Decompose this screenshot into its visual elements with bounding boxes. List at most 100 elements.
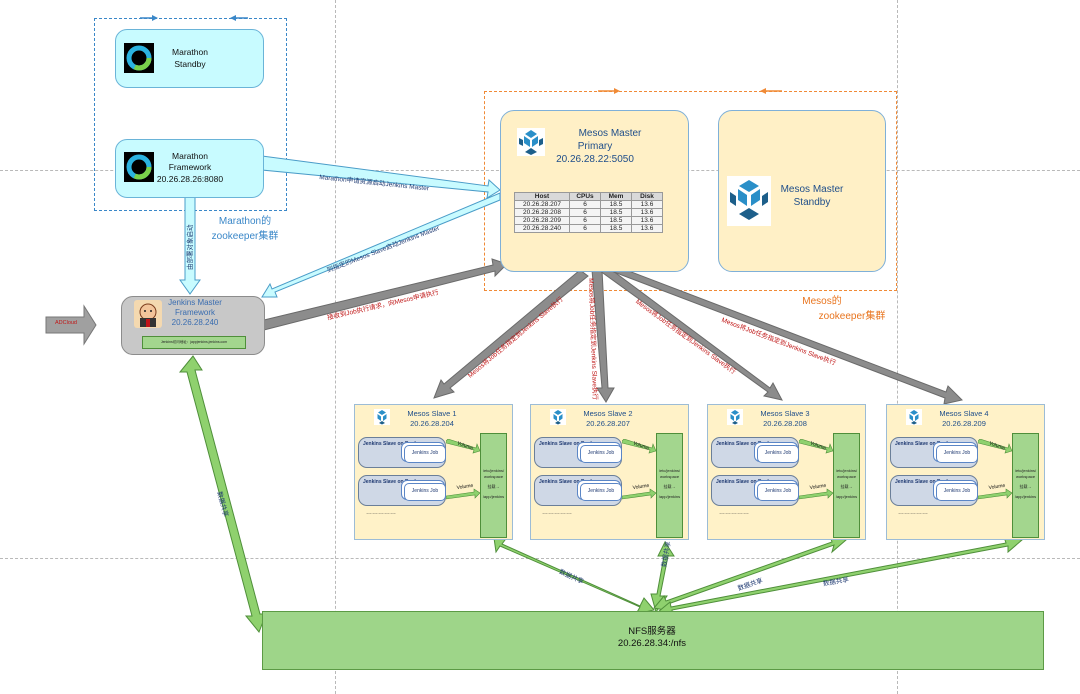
arrow-deploy-vertical (179, 195, 201, 295)
jenkins-job-card[interactable]: Jenkins Job (757, 445, 799, 463)
mesos-primary-line1: Mesos Master (578, 128, 642, 139)
table-cell: 20.26.28.209 (514, 216, 570, 225)
marathon-zk-label-2: zookeeper集群 (211, 231, 279, 242)
volume-storage[interactable]: /etc/jenkins/workspace 挂载→ /app/jenkins (480, 433, 507, 538)
volume-text: 挂载→ (1019, 484, 1032, 489)
volume-text: /app/jenkins (658, 494, 681, 499)
jenkins-job-card[interactable]: Jenkins Job (580, 445, 622, 463)
marathon-zk-label-1: Marathon的 (218, 216, 272, 227)
slave-dots: …………… (898, 510, 928, 516)
table-cell: 13.6 (631, 216, 663, 225)
volume-text: /etc/jenkins/workspace (482, 468, 505, 479)
table-header: Mem (600, 192, 632, 201)
mesos-standby-line2: Standby (793, 197, 831, 208)
volume-text: 挂载→ (487, 484, 500, 489)
table-cell: 6 (569, 216, 601, 225)
volume-text: /app/jenkins (482, 494, 505, 499)
table-cell: 13.6 (631, 224, 663, 233)
arrow-share3 (653, 535, 848, 612)
volume-text: 挂载→ (663, 484, 676, 489)
jenkins-job-card[interactable]: Jenkins Job (404, 483, 446, 501)
table-cell: 18.5 (600, 200, 632, 209)
mesos-zk-label-2: zookeeper集群 (818, 311, 886, 322)
table-cell: 13.6 (631, 200, 663, 209)
table-header: CPUs (569, 192, 601, 201)
marathon-framework-address: 20.26.28.26:8080 (156, 174, 224, 184)
arrow-to-slave3 (595, 261, 783, 401)
volume-arrow-icon (798, 488, 834, 502)
jenkins-url-bar[interactable]: Jenkins访问地址：jappjenkins.jenkins.com (142, 336, 246, 349)
jenkins-master-address: 20.26.28.240 (171, 318, 219, 327)
marathon-standby-title: Marathon (172, 47, 208, 57)
table-cell: 18.5 (600, 216, 632, 225)
table-cell: 18.5 (600, 224, 632, 233)
table-cell: 18.5 (600, 208, 632, 217)
guide-line (335, 0, 336, 694)
nfs-line2: 20.26.28.34:/nfs (617, 638, 687, 649)
jenkins-master-line2: Framework (174, 308, 215, 317)
table-cell: 20.26.28.208 (514, 208, 570, 217)
jenkins-job-card[interactable]: Jenkins Job (757, 483, 799, 501)
marathon-zk-arrows (140, 15, 248, 21)
volume-text: /etc/jenkins/workspace (835, 468, 858, 479)
arrow-share1 (493, 535, 655, 615)
marathon-framework-title: Marathon (172, 151, 208, 161)
adcloud-label: ADCloud (54, 320, 77, 326)
volume-text: /app/jenkins (1014, 494, 1037, 499)
marathon-framework-node[interactable] (115, 139, 264, 198)
table-cell: 20.26.28.207 (514, 200, 570, 209)
arrow-to-slave4 (597, 259, 963, 405)
marathon-standby-subtitle: Standby (174, 59, 206, 69)
mesos-logo-icon (374, 409, 390, 425)
nfs-server-node[interactable] (262, 611, 1044, 670)
table-cell: 6 (569, 224, 601, 233)
marathon-logo-icon (124, 43, 154, 73)
volume-arrow-icon (621, 488, 657, 502)
table-header: Host (514, 192, 570, 201)
jenkins-job-card[interactable]: Jenkins Job (404, 445, 446, 463)
slave-title: Mesos Slave 2 (583, 409, 633, 418)
slave-address: 20.26.28.208 (763, 419, 807, 428)
slave-address: 20.26.28.209 (942, 419, 986, 428)
slave-title: Mesos Slave 3 (760, 409, 810, 418)
arrow-accept-job (263, 258, 508, 331)
guide-line (0, 558, 1080, 559)
table-header: Disk (631, 192, 663, 201)
table-cell: 6 (569, 208, 601, 217)
volume-arrow-icon (445, 488, 481, 502)
mesos-logo-icon (517, 128, 545, 156)
jenkins-job-card[interactable]: Jenkins Job (936, 483, 978, 501)
arrow-to-slave2 (591, 269, 615, 403)
table-cell: 6 (569, 200, 601, 209)
slave-dots: …………… (366, 510, 396, 516)
mesos-logo-icon (727, 409, 743, 425)
volume-text: 挂载→ (840, 484, 853, 489)
jenkins-url-label: Jenkins访问地址：jappjenkins.jenkins.com (160, 340, 228, 344)
jenkins-job-card[interactable]: Jenkins Job (580, 483, 622, 501)
table-cell: 13.6 (631, 208, 663, 217)
arrow-adcloud (45, 304, 97, 346)
mesos-zk-label-1: Mesos的 (802, 296, 842, 307)
nfs-line1: NFS服务器 (628, 626, 676, 637)
volume-storage[interactable]: /etc/jenkins/workspace 挂载→ /app/jenkins (656, 433, 683, 538)
jenkins-master-line1: Jenkins Master (168, 298, 222, 307)
arrow-start-master (261, 192, 501, 298)
volume-arrow-icon (977, 488, 1013, 502)
slave-address: 20.26.28.207 (586, 419, 630, 428)
slave-address: 20.26.28.204 (410, 419, 454, 428)
volume-text: /etc/jenkins/workspace (658, 468, 681, 479)
arrow-marathon-request (261, 155, 501, 200)
mesos-logo-icon (550, 409, 566, 425)
guide-line (897, 0, 898, 694)
jenkins-job-card[interactable]: Jenkins Job (936, 445, 978, 463)
slave-dots: …………… (542, 510, 572, 516)
mesos-logo-icon (906, 409, 922, 425)
